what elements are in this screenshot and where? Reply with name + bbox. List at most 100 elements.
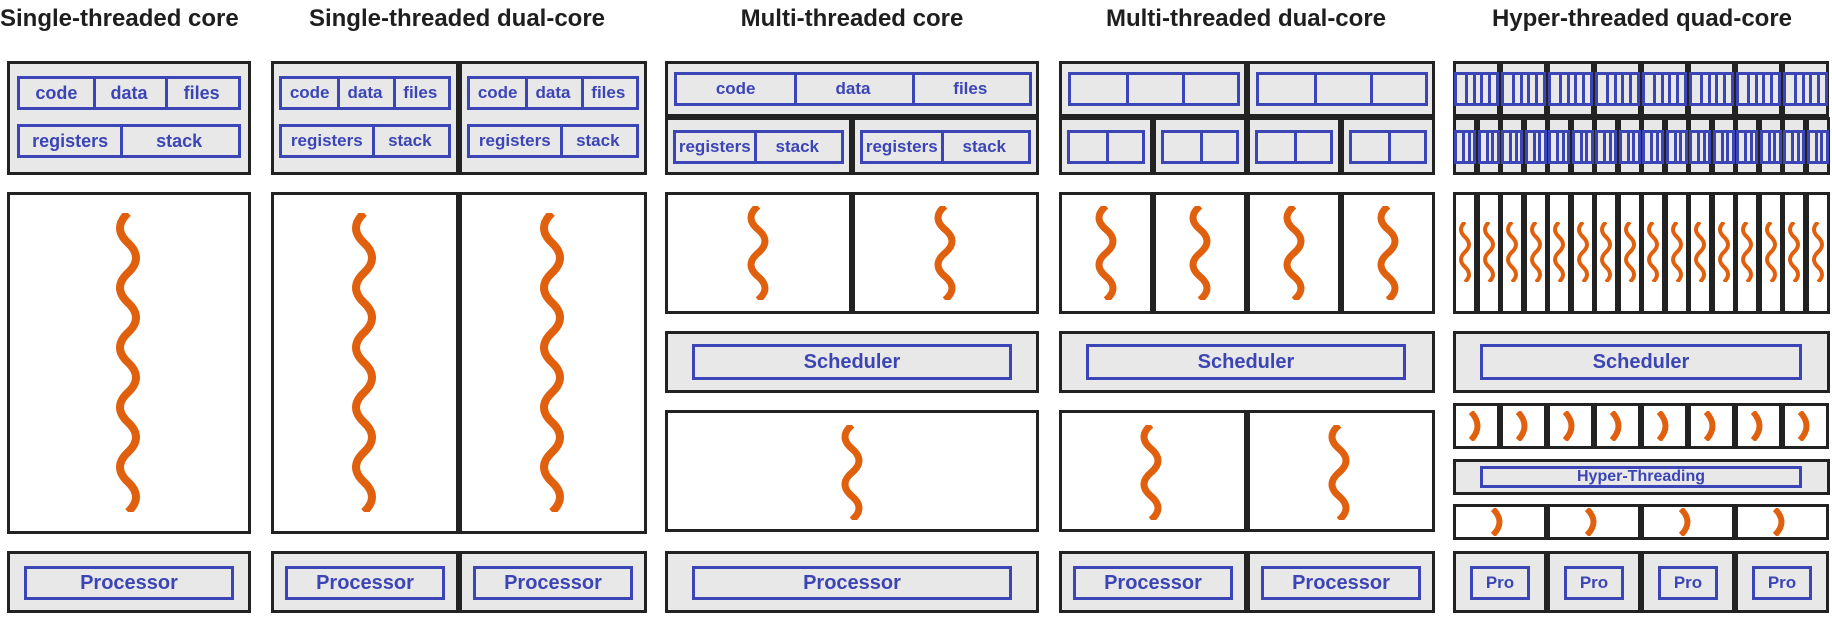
- segment-divider: [1820, 133, 1824, 161]
- thread-path: [1788, 222, 1800, 282]
- segment-divider: [1514, 133, 1518, 161]
- thread-path: [1764, 222, 1777, 282]
- data-label: data: [835, 79, 871, 98]
- thread-icon-2: [1189, 206, 1211, 300]
- physical-thread-icon-4: [1772, 508, 1785, 536]
- segment-divider: [1608, 133, 1612, 161]
- thread-icon-8: [1623, 222, 1636, 282]
- process-resources-panel-2: [1247, 61, 1435, 117]
- thread-fragment-path: [1515, 411, 1528, 441]
- segment-divider: [911, 75, 915, 103]
- processor-box-core-1: Processor: [1073, 566, 1233, 600]
- segment-divider: [1791, 133, 1795, 161]
- thread-icon-13: [1741, 222, 1753, 282]
- thread-path: [1576, 222, 1589, 282]
- segment-divider: [1181, 75, 1185, 103]
- processor-panel-3: [1641, 551, 1735, 613]
- thread-path: [540, 213, 564, 512]
- registers-label: registers: [678, 137, 751, 156]
- segment-divider: [1519, 75, 1523, 103]
- resource-box-5: [1642, 72, 1687, 106]
- processor-box-core-2: Processor: [1261, 566, 1421, 600]
- processor-panel-core-2: [459, 551, 647, 613]
- thread-fragment-icon-2: [1515, 411, 1528, 441]
- segment-divider: [1699, 75, 1703, 103]
- thread-fragment-path: [1562, 411, 1575, 441]
- thread-fragment-icon-5: [1656, 411, 1669, 441]
- registers-label: registers: [290, 131, 363, 150]
- thread-path: [1459, 222, 1471, 282]
- stack-label: stack: [962, 137, 1006, 156]
- scheduler-panel: [1453, 331, 1830, 393]
- files-label: files: [403, 83, 438, 102]
- thread-fragment-icon-7: [1750, 411, 1763, 441]
- resource-box-2: [1256, 72, 1428, 106]
- thread-icon-9: [1647, 222, 1659, 282]
- segment-divider: [794, 75, 798, 103]
- segment-divider: [1556, 133, 1560, 161]
- segment-divider: [337, 79, 341, 107]
- thread-path: [1670, 222, 1683, 282]
- segment-divider: [392, 79, 396, 107]
- context-box-16: [1806, 130, 1829, 164]
- thread-icon-4: [1529, 222, 1542, 282]
- thread-context-panel-thread-2: [852, 117, 1039, 175]
- thread-icon-6: [1576, 222, 1589, 282]
- thread-area-16: [1805, 192, 1830, 314]
- thread-fragment-icon-8: [1797, 411, 1810, 441]
- processor-box-core-2: Processor: [473, 566, 633, 600]
- resource-box-1: [1068, 72, 1240, 106]
- context-box-14: [1759, 130, 1782, 164]
- processor-box: Processor: [692, 566, 1012, 600]
- context-box-2: [1477, 130, 1500, 164]
- processor-box-3: Pro: [1658, 566, 1718, 600]
- segment-divider: [1579, 133, 1583, 161]
- context-box-2: [1161, 130, 1239, 164]
- title-single-threaded-dual-core: Single-threaded dual-core: [308, 5, 606, 32]
- segment-divider: [1388, 133, 1391, 161]
- segment-divider: [1801, 75, 1805, 103]
- segment-divider: [1793, 75, 1797, 103]
- context-box-11: [1689, 130, 1711, 164]
- thread-path: [1600, 222, 1612, 282]
- stack-label: stack: [156, 130, 203, 151]
- resource-box-7: [1736, 72, 1781, 106]
- segment-divider: [1809, 75, 1813, 103]
- thread-area-2: [1476, 192, 1501, 314]
- thread-path: [1717, 222, 1730, 282]
- resource-box-8: [1783, 72, 1828, 106]
- context-box-10: [1665, 130, 1688, 164]
- segment-divider: [525, 79, 529, 107]
- context-box-6: [1571, 130, 1594, 164]
- processor-panel: [7, 551, 251, 613]
- files-label: files: [183, 82, 220, 103]
- thread-path: [1529, 222, 1542, 282]
- segment-divider: [1621, 75, 1625, 103]
- thread-area-11: [1688, 192, 1712, 314]
- segment-divider: [1314, 75, 1318, 103]
- segment-divider: [1467, 133, 1471, 161]
- context-box-1: [1067, 130, 1145, 164]
- segment-divider: [1558, 75, 1562, 103]
- resource-box-4: [1595, 72, 1640, 106]
- context-box-13: [1736, 130, 1758, 164]
- segment-divider: [1632, 133, 1636, 161]
- thread-path: [116, 213, 140, 512]
- stack-label: stack: [576, 131, 620, 150]
- segment-divider: [1754, 75, 1758, 103]
- segment-divider: [1817, 75, 1821, 103]
- title-hyper-threaded-quad-core: Hyper-threaded quad-core: [1491, 5, 1793, 32]
- thread-fragment-icon-3: [1562, 411, 1575, 441]
- title-multi-threaded-dual-core: Multi-threaded dual-core: [1105, 5, 1387, 32]
- segment-divider: [1106, 133, 1109, 161]
- segment-divider: [1585, 133, 1589, 161]
- physical-thread-icon-2: [1584, 508, 1597, 536]
- segment-divider: [1566, 75, 1570, 103]
- thread-path: [1647, 222, 1659, 282]
- segment-divider: [1746, 75, 1750, 103]
- segment-divider: [1464, 75, 1468, 103]
